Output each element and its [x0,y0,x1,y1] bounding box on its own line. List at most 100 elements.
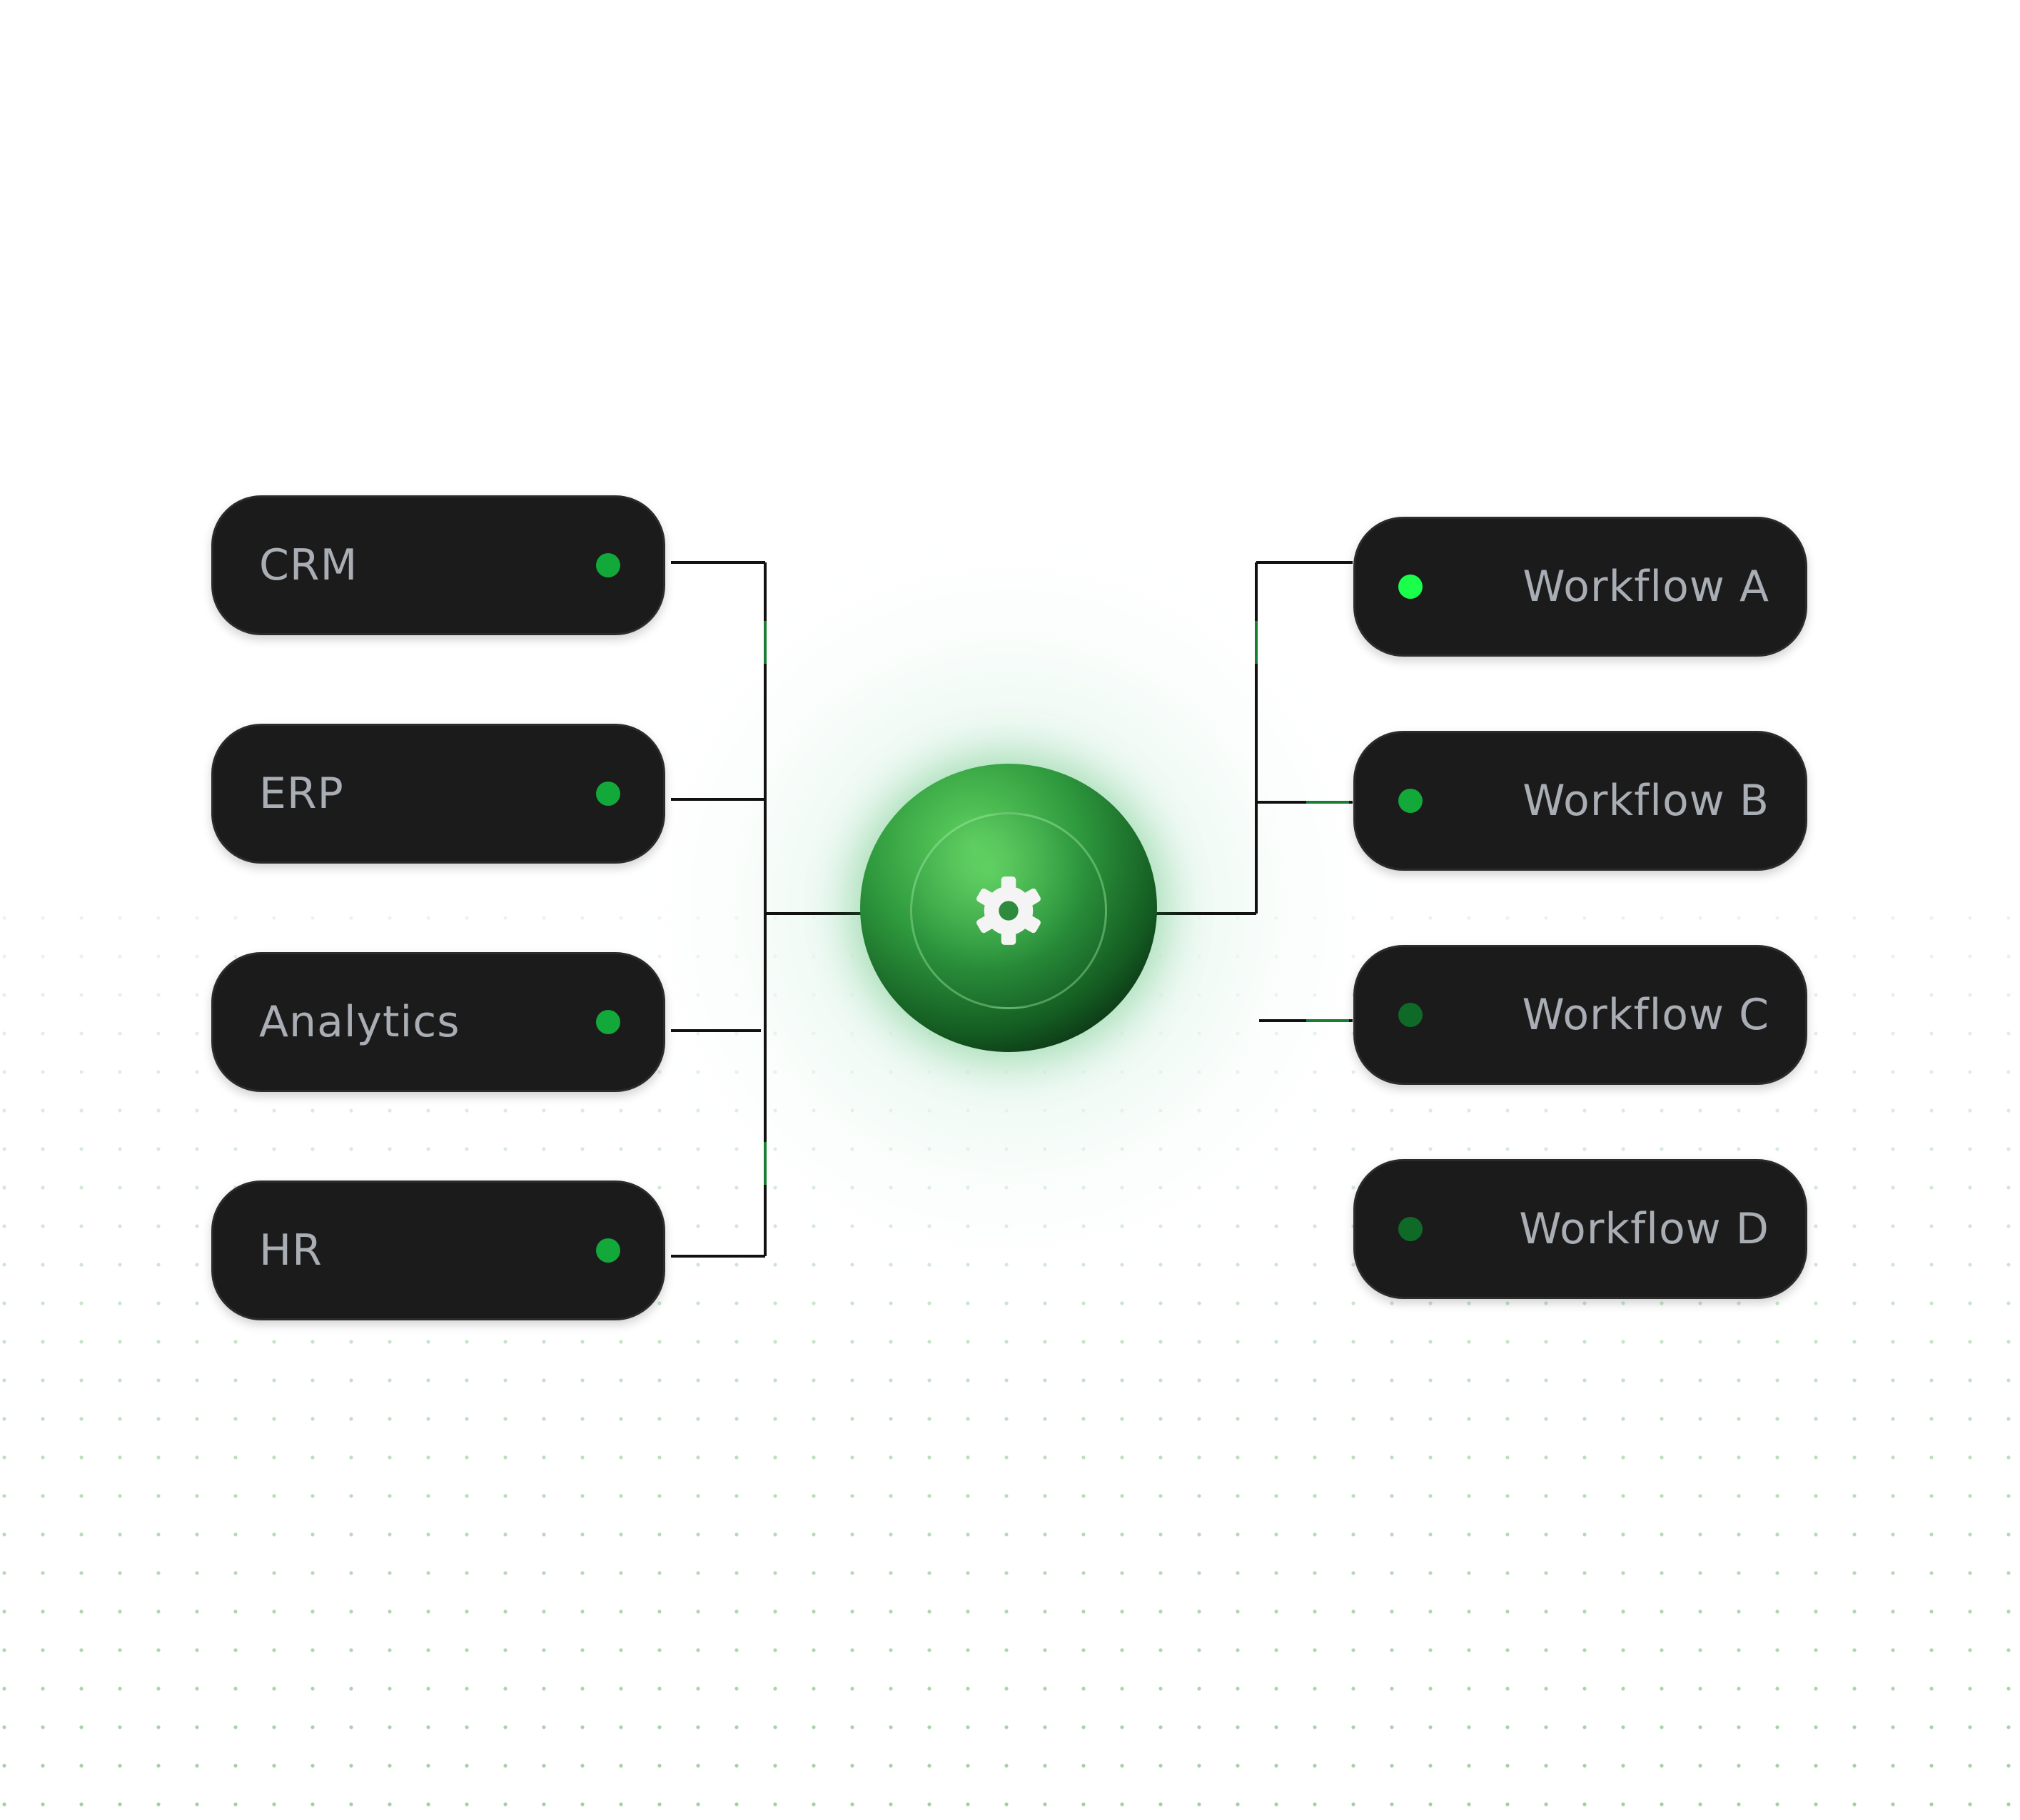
integration-hub[interactable] [860,764,1157,1052]
grid-dot [79,1417,84,1421]
grid-dot [1775,1764,1779,1768]
grid-dot [1428,1494,1433,1498]
hub-inner-ring [910,812,1107,1009]
grid-dot [465,1571,469,1575]
grid-dot [927,1648,931,1652]
grid-dot [465,1725,469,1729]
grid-dot [1351,1609,1355,1614]
grid-dot [1660,1455,1664,1460]
grid-dot [1660,1494,1664,1498]
grid-dot [1390,1725,1394,1729]
grid-dot [1274,1494,1278,1498]
grid-dot [773,1417,777,1421]
grid-dot [349,916,353,920]
grid-dot [388,1108,392,1113]
grid-dot [79,1571,84,1575]
grid-dot [1737,1725,1741,1729]
grid-dot [1313,1648,1317,1652]
grid-dot [927,1571,931,1575]
source-node-crm[interactable]: CRM [211,495,665,635]
grid-dot [388,1571,392,1575]
workflow-node-c[interactable]: Workflow C [1353,945,1807,1085]
grid-dot [1043,1378,1047,1382]
grid-dot [1236,1609,1240,1614]
workflow-node-a[interactable]: Workflow A [1353,517,1807,657]
grid-dot [2,1764,6,1768]
grid-dot [1621,1494,1625,1498]
grid-dot [1698,1455,1702,1460]
grid-dot [927,1609,931,1614]
grid-dot [2006,1609,2011,1614]
grid-dot [1621,1532,1625,1537]
grid-dot [1814,1609,1818,1614]
grid-dot [734,1378,739,1382]
grid-dot [1929,1185,1934,1190]
grid-dot [1158,1764,1163,1768]
grid-dot [118,1031,122,1036]
grid-dot [773,1378,777,1382]
grid-dot [1467,1455,1471,1460]
grid-dot [1236,1764,1240,1768]
grid-dot [1313,1417,1317,1421]
grid-dot [41,1108,45,1113]
grid-dot [233,1687,238,1691]
grid-dot [657,1764,662,1768]
grid-dot [1081,1532,1086,1537]
grid-dot [734,1609,739,1614]
grid-dot [233,1532,238,1537]
grid-dot [1968,1648,1972,1652]
grid-dot [1852,1455,1857,1460]
grid-dot [773,1455,777,1460]
grid-dot [1158,1571,1163,1575]
grid-dot [1582,1532,1587,1537]
grid-dot [580,1648,585,1652]
grid-dot [1737,1455,1741,1460]
grid-dot [426,1802,430,1806]
workflow-node-b[interactable]: Workflow B [1353,731,1807,871]
grid-dot [1004,1571,1009,1575]
source-node-hr[interactable]: HR [211,1181,665,1320]
grid-dot [1043,1571,1047,1575]
grid-dot [2,1609,6,1614]
grid-dot [696,1802,700,1806]
grid-dot [195,1455,199,1460]
grid-dot [41,1224,45,1228]
grid-dot [734,1340,739,1344]
grid-dot [349,1532,353,1537]
grid-dot [1505,1609,1510,1614]
grid-dot [773,1687,777,1691]
grid-dot [1891,1802,1895,1806]
workflow-node-d[interactable]: Workflow D [1353,1159,1807,1299]
grid-dot [1043,1648,1047,1652]
grid-dot [657,1532,662,1537]
grid-dot [889,1609,893,1614]
grid-dot [426,1108,430,1113]
grid-dot [1582,1687,1587,1691]
grid-dot [1621,1378,1625,1382]
grid-dot [2006,1648,2011,1652]
grid-dot [195,993,199,997]
grid-dot [889,1532,893,1537]
grid-dot [1544,1609,1548,1614]
grid-dot [349,1108,353,1113]
grid-dot [850,1417,854,1421]
grid-dot [156,1648,161,1652]
grid-dot [580,1417,585,1421]
grid-dot [1467,1725,1471,1729]
grid-dot [889,1455,893,1460]
grid-dot [1968,916,1972,920]
grid-dot [1197,1648,1201,1652]
grid-dot [156,1378,161,1382]
grid-dot [2,1301,6,1305]
grid-dot [1390,1764,1394,1768]
grid-dot [1081,1648,1086,1652]
grid-dot [619,1725,623,1729]
grid-dot [1814,1108,1818,1113]
grid-dot [1043,1417,1047,1421]
grid-dot [1929,1108,1934,1113]
grid-dot [310,1687,315,1691]
source-node-analytics[interactable]: Analytics [211,952,665,1092]
source-node-erp[interactable]: ERP [211,724,665,864]
grid-dot [580,1764,585,1768]
grid-dot [233,1378,238,1382]
